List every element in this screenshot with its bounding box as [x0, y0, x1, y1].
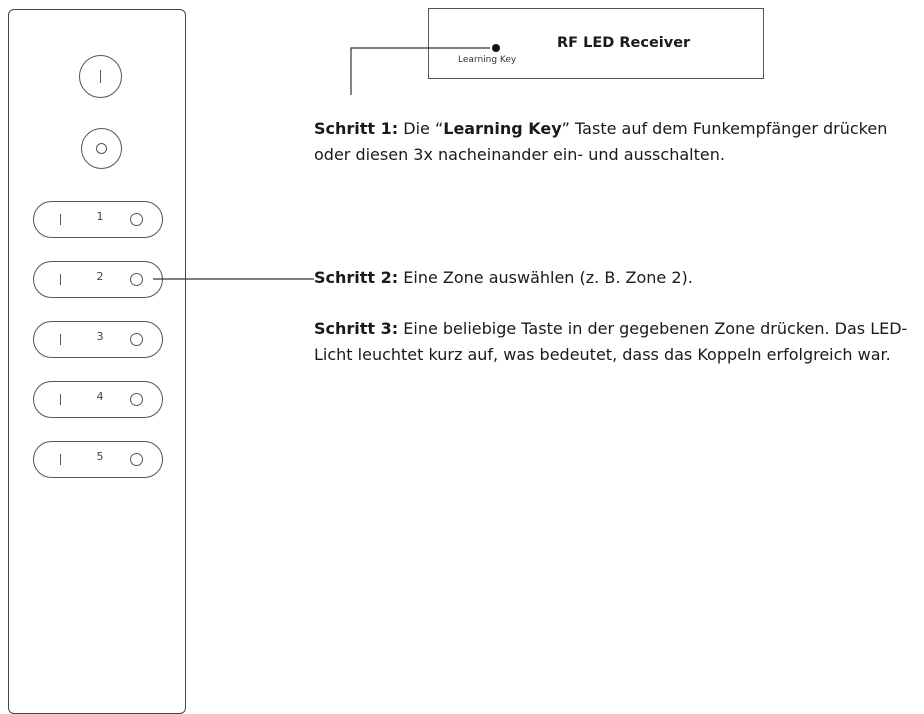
zone-off-icon — [130, 393, 143, 406]
power-on-button[interactable] — [79, 55, 122, 98]
step-3-text: Schritt 3: Eine beliebige Taste in der g… — [314, 316, 919, 368]
power-on-icon — [100, 70, 101, 83]
zone-on-icon — [60, 274, 61, 285]
zone-off-icon — [130, 213, 143, 226]
learning-key-dot-icon[interactable] — [492, 44, 500, 52]
zone-button-4[interactable]: 4 — [33, 381, 163, 418]
remote-control: 1 2 3 4 5 — [8, 9, 186, 714]
zone-number: 1 — [96, 210, 104, 223]
step-2-label: Schritt 2: — [314, 268, 399, 287]
step-1-label: Schritt 1: — [314, 119, 399, 138]
zone-button-3[interactable]: 3 — [33, 321, 163, 358]
zone-on-icon — [60, 454, 61, 465]
zone-number: 2 — [96, 270, 104, 283]
zone-button-1[interactable]: 1 — [33, 201, 163, 238]
zone-off-icon — [130, 273, 143, 286]
step-3-body: Eine beliebige Taste in der gegebenen Zo… — [314, 319, 908, 364]
zone-number: 4 — [96, 390, 104, 403]
power-off-icon — [96, 143, 107, 154]
zone-on-icon — [60, 394, 61, 405]
rf-led-receiver — [428, 8, 764, 79]
zone-off-icon — [130, 453, 143, 466]
step-1-text-b: ” Taste auf dem Funkempfänger drücken od… — [314, 119, 888, 164]
zone-on-icon — [60, 214, 61, 225]
step-1-text-a: Die “ — [398, 119, 444, 138]
step-2-text: Schritt 2: Eine Zone auswählen (z. B. Zo… — [314, 265, 919, 291]
step-3-label: Schritt 3: — [314, 319, 399, 338]
zone-button-5[interactable]: 5 — [33, 441, 163, 478]
step-2-body: Eine Zone auswählen (z. B. Zone 2). — [398, 268, 693, 287]
power-off-button[interactable] — [81, 128, 122, 169]
zone-off-icon — [130, 333, 143, 346]
receiver-title: RF LED Receiver — [557, 35, 691, 51]
zone-on-icon — [60, 334, 61, 345]
zone-number: 5 — [96, 450, 104, 463]
step-1-text: Schritt 1: Die “Learning Key” Taste auf … — [314, 116, 919, 168]
step-1-key: Learning Key — [443, 119, 562, 138]
zone-number: 3 — [96, 330, 104, 343]
learning-key-connector — [350, 47, 490, 95]
learning-key-label: Learning Key — [458, 55, 517, 65]
